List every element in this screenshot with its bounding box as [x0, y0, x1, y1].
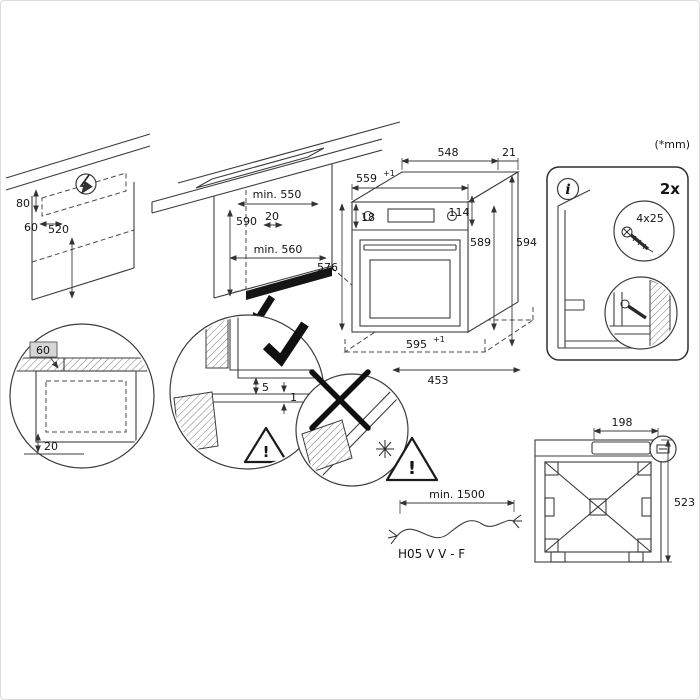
units-note: (*mm) [654, 138, 690, 151]
dim-594-label: 594 [516, 236, 537, 249]
niche-front-strip [246, 267, 332, 300]
svg-text:!: ! [408, 458, 416, 479]
clearance-highlight-box [29, 341, 58, 358]
warning-triangle-icon: ! [385, 436, 439, 482]
wrong-install-detail [295, 369, 409, 487]
lightning-icon [75, 173, 97, 195]
electrical-connection-detail: 80 60 520 [5, 133, 151, 301]
dim-453-label: 453 [428, 374, 449, 387]
wall-hatch [13, 357, 151, 372]
oven-display [387, 208, 435, 223]
dim-60-label: 60 [24, 221, 38, 234]
oven-knob [446, 210, 458, 222]
warning-triangle-icon: ! [243, 426, 289, 464]
oven-knob [362, 210, 374, 222]
dim-595-tolerance: +1 [433, 335, 445, 344]
floor-wood-hatch [173, 391, 219, 453]
dim-559-label: 559 [356, 172, 377, 185]
cable-length-label: min. 1500 [429, 488, 485, 501]
spark-icon [376, 440, 394, 458]
dim-min560-label: min. 560 [254, 243, 303, 256]
front-gap-detail: 5 1 ! [169, 314, 325, 470]
side-dim-60-label: 60 [36, 344, 50, 357]
worktop-cutout-view: min. 550 590 20 min. 560 [151, 121, 401, 328]
dim-589-label: 589 [470, 236, 491, 249]
door-window [369, 259, 451, 319]
svg-text:!: ! [263, 443, 270, 461]
kit-quantity-label: 2x [660, 180, 680, 198]
dim-114-label: 114 [449, 206, 470, 219]
built-in-oven-view: 559 +1 548 21 18 114 589 594 576 595 +1 … [317, 146, 537, 387]
rear-dim-198-label: 198 [612, 416, 633, 429]
mounting-kit-panel: i 2x 4x25 [546, 166, 689, 361]
dim-18-label: 18 [361, 211, 375, 224]
cable-type-label: H05 V V - F [398, 547, 465, 561]
dim-595-label: 595 [406, 338, 427, 351]
dim-576-label: 576 [317, 261, 338, 274]
cooktop [195, 147, 325, 189]
screw-icon [621, 226, 654, 253]
side-dim-20-label: 20 [44, 440, 58, 453]
rear-dim-523-label: 523 [674, 496, 695, 509]
dim-520-label: 520 [48, 223, 69, 236]
bracket-detail [604, 276, 678, 350]
mains-cable-info: ! min. 1500 H05 V V - F [385, 436, 522, 561]
svg-text:i: i [565, 182, 570, 198]
terminal-box [591, 441, 651, 455]
dim-559-tolerance: +1 [383, 169, 395, 178]
wood-hatch [301, 419, 353, 473]
panel-wood-hatch [205, 317, 229, 369]
dim-80-label: 80 [16, 197, 30, 210]
side-clearance-detail: 60 20 [9, 323, 155, 469]
cable-icon [387, 514, 522, 545]
gap-dim-5-label: 5 [262, 381, 269, 394]
dim-20-label: 20 [265, 210, 279, 223]
dim-21-label: 21 [502, 146, 516, 159]
info-icon: i [556, 177, 580, 201]
dim-min550-label: min. 550 [253, 188, 302, 201]
dim-548-label: 548 [438, 146, 459, 159]
gap-dim-1-label: 1 [290, 391, 297, 404]
oven-rear-view: 198 523 [534, 416, 695, 563]
oven-foot [628, 551, 644, 563]
x-mark-icon [309, 369, 371, 431]
screw-spec-label: 4x25 [636, 212, 664, 225]
dim-590-label: 590 [236, 215, 257, 228]
bracket-screw-icon [620, 299, 647, 320]
screw-detail: 4x25 [613, 200, 675, 262]
check-icon [262, 321, 309, 367]
oven-foot [550, 551, 566, 563]
oven-door [359, 239, 461, 327]
connection-zone [41, 172, 127, 217]
